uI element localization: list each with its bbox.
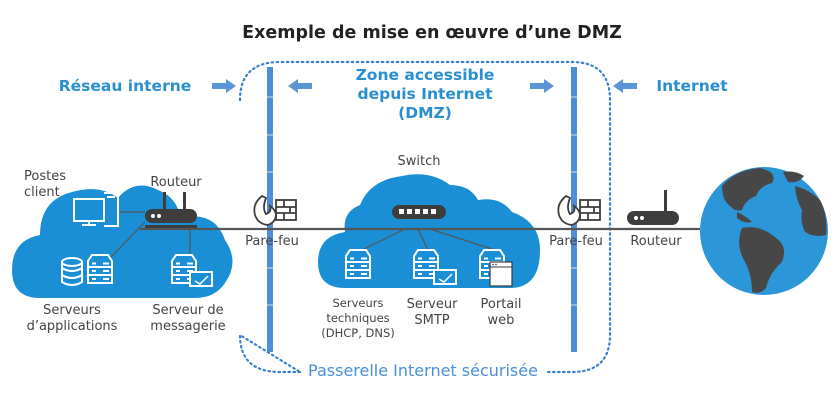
router-label-internet: Routeur	[630, 234, 682, 249]
arrow-left-icon	[613, 79, 637, 93]
arrow-left-icon	[288, 79, 312, 93]
portal-label-line1: Portail	[481, 297, 522, 312]
firewall-label-right: Pare-feu	[549, 234, 603, 249]
arrow-right-icon	[212, 79, 236, 93]
mail-envelope-icon	[189, 271, 213, 287]
firewall-label-left: Pare-feu	[245, 234, 299, 249]
client-workstation-icon	[73, 192, 119, 227]
portal-label-line2: web	[488, 313, 515, 328]
mail-server-label-line2: messagerie	[150, 319, 225, 334]
smtp-mail-icon	[433, 269, 457, 285]
diagram-title: Exemple de mise en œuvre d’une DMZ	[242, 23, 622, 43]
internet-router-icon	[627, 190, 679, 225]
zone-label-dmz-line3: (DMZ)	[398, 104, 452, 122]
router-label-internal: Routeur	[150, 175, 202, 190]
app-servers-label-line2: d’applications	[27, 319, 118, 334]
smtp-label-line2: SMTP	[414, 313, 449, 328]
smtp-label-line1: Serveur	[407, 297, 459, 312]
switch-icon	[392, 205, 446, 219]
tech-servers-label-line3: (DHCP, DNS)	[321, 326, 395, 340]
app-servers-label-line1: Serveurs	[43, 303, 101, 318]
dmz-cloud	[318, 174, 540, 288]
tech-servers-label-line1: Serveurs	[333, 296, 384, 310]
internal-links	[109, 211, 191, 259]
zone-label-dmz-line2: depuis Internet	[358, 85, 494, 103]
arrow-right-icon	[530, 79, 554, 93]
zone-label-dmz-line1: Zone accessible	[356, 66, 495, 84]
firewall-icon-right	[557, 194, 601, 226]
firewall-icon-left	[253, 194, 297, 226]
tech-servers-label-line2: techniques	[326, 311, 389, 325]
client-label-line2: client	[24, 185, 60, 200]
web-browser-icon	[489, 261, 513, 287]
mail-server-label-line1: Serveur de	[152, 303, 223, 318]
globe-icon	[700, 167, 828, 295]
database-icon	[61, 257, 83, 286]
switch-label: Switch	[398, 154, 441, 169]
dmz-links	[359, 228, 496, 252]
client-label-line1: Postes	[24, 169, 66, 184]
zone-label-internal: Réseau interne	[59, 77, 192, 95]
dmz-dotted-border	[238, 60, 612, 374]
router-icon	[145, 192, 197, 228]
zone-label-internet: Internet	[656, 77, 728, 95]
secure-gateway-label: Passerelle Internet sécurisée	[308, 361, 538, 380]
